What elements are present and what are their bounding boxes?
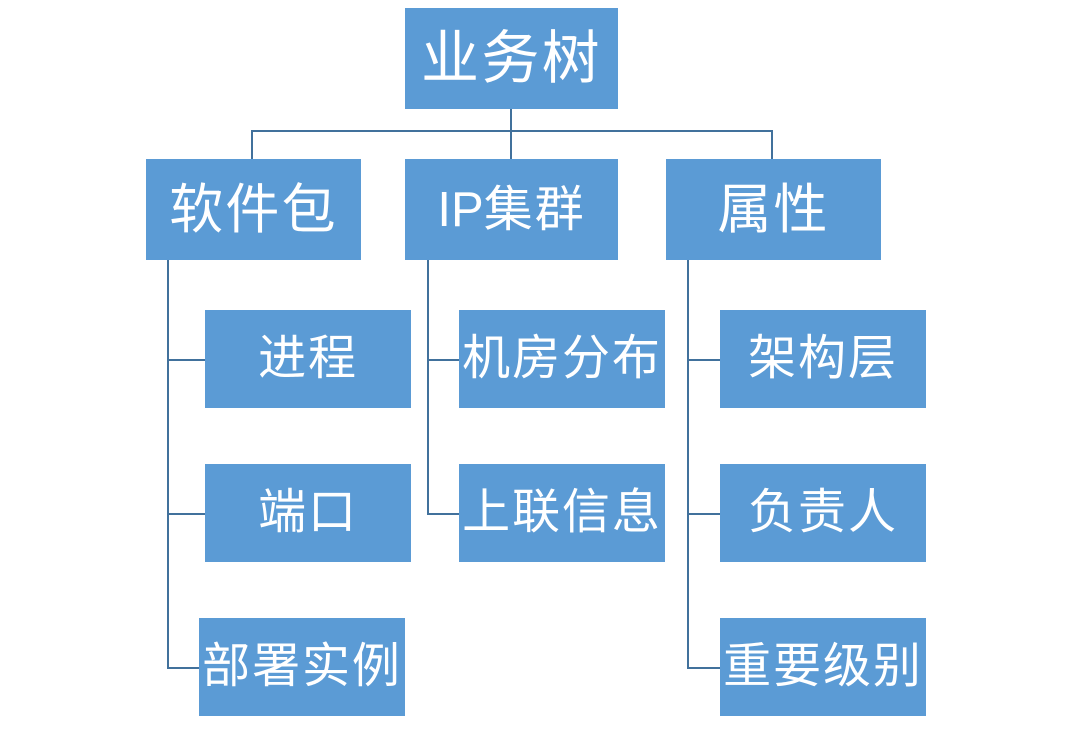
node-root[interactable]: 业务树 bbox=[405, 8, 618, 109]
connector-stub-3-1 bbox=[687, 359, 720, 361]
connector-stub-1-1 bbox=[167, 359, 205, 361]
node-leaf-process[interactable]: 进程 bbox=[205, 310, 411, 408]
node-leaf-datacenter-distribution[interactable]: 机房分布 bbox=[459, 310, 665, 408]
connector-drop-branch-3 bbox=[771, 130, 773, 160]
node-leaf-uplink-info[interactable]: 上联信息 bbox=[459, 464, 665, 562]
connector-stub-3-3 bbox=[687, 667, 720, 669]
node-leaf-3-2-label: 负责人 bbox=[748, 486, 898, 539]
connector-spine-branch-1 bbox=[167, 260, 169, 669]
node-leaf-3-3-label: 重要级别 bbox=[723, 640, 923, 693]
connector-level2-bus bbox=[251, 130, 773, 132]
node-leaf-owner[interactable]: 负责人 bbox=[720, 464, 926, 562]
connector-drop-branch-2 bbox=[510, 130, 512, 160]
connector-stub-1-3 bbox=[167, 667, 199, 669]
connector-stub-2-1 bbox=[427, 359, 459, 361]
node-leaf-2-1-label: 机房分布 bbox=[462, 332, 662, 385]
connector-spine-branch-3 bbox=[687, 260, 689, 669]
node-leaf-1-1-label: 进程 bbox=[258, 332, 358, 385]
node-branch-ip-cluster[interactable]: IP集群 bbox=[405, 159, 618, 260]
connector-drop-branch-1 bbox=[251, 130, 253, 160]
connector-stub-3-2 bbox=[687, 513, 720, 515]
connector-stub-1-2 bbox=[167, 513, 205, 515]
node-leaf-1-2-label: 端口 bbox=[258, 486, 358, 539]
node-leaf-architecture-layer[interactable]: 架构层 bbox=[720, 310, 926, 408]
node-leaf-port[interactable]: 端口 bbox=[205, 464, 411, 562]
node-leaf-deployment-instance[interactable]: 部署实例 bbox=[199, 618, 405, 716]
connector-stub-2-2 bbox=[427, 513, 459, 515]
node-branch-attributes[interactable]: 属性 bbox=[666, 159, 881, 260]
node-branch-2-label-latin: IP bbox=[437, 182, 484, 237]
node-branch-3-label: 属性 bbox=[717, 179, 830, 240]
node-branch-2-label: IP集群 bbox=[437, 185, 585, 235]
node-branch-1-label: 软件包 bbox=[169, 179, 338, 240]
node-leaf-importance-level[interactable]: 重要级别 bbox=[720, 618, 926, 716]
node-root-label: 业务树 bbox=[421, 25, 602, 91]
node-leaf-2-2-label: 上联信息 bbox=[462, 486, 662, 539]
node-branch-software-package[interactable]: 软件包 bbox=[146, 159, 361, 260]
connector-root-stem bbox=[510, 108, 512, 132]
node-leaf-1-3-label: 部署实例 bbox=[202, 640, 402, 693]
node-leaf-3-1-label: 架构层 bbox=[748, 332, 898, 385]
node-branch-2-label-cjk: 集群 bbox=[483, 181, 586, 237]
connector-spine-branch-2 bbox=[427, 260, 429, 515]
